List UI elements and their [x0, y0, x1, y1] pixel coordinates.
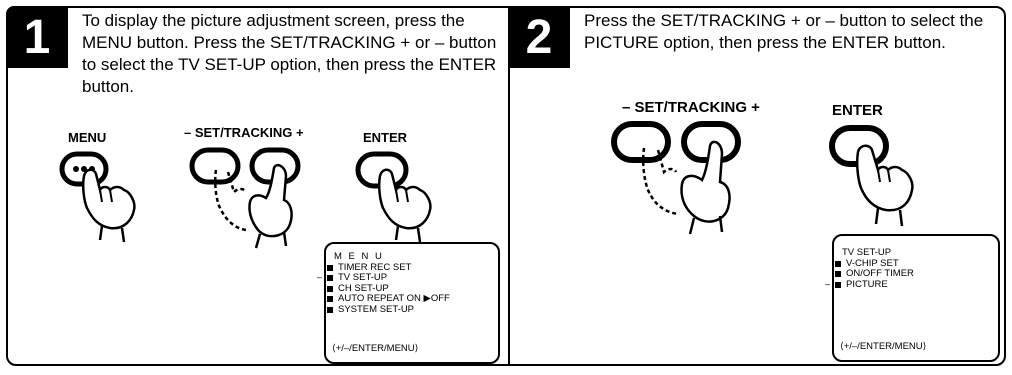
enter-button-hand-icon	[348, 146, 438, 246]
bullet-icon	[327, 296, 333, 302]
selection-pointer-icon: –	[317, 272, 322, 283]
bullet-icon	[327, 286, 333, 292]
step-number: 2	[508, 6, 570, 68]
bullet-icon	[327, 265, 333, 271]
bullet-icon	[327, 275, 333, 281]
set-tracking-buttons-hand-icon	[608, 116, 758, 240]
set-tracking-button-label: – SET/TRACKING +	[622, 99, 760, 116]
set-tracking-button-label: – SET/TRACKING +	[184, 125, 304, 140]
menu-button-label: MENU	[68, 130, 106, 145]
step-1-panel: 1 To display the picture adjustment scre…	[6, 6, 510, 366]
step-instruction: To display the picture adjustment screen…	[82, 10, 502, 98]
selection-pointer-icon: –	[825, 279, 830, 290]
menu-item: SYSTEM SET-UP	[326, 305, 498, 316]
menu-screen: M E N U TIMER REC SET –TV SET-UP CH SET-…	[324, 242, 500, 364]
step-instruction: Press the SET/TRACKING + or – button to …	[584, 10, 984, 54]
enter-button-label: ENTER	[832, 102, 883, 119]
step-number: 1	[6, 6, 68, 68]
set-tracking-buttons-hand-icon	[186, 142, 316, 252]
tv-setup-screen: TV SET-UP V-CHIP SET ON/OFF TIMER –PICTU…	[832, 234, 1000, 362]
bullet-icon	[835, 282, 841, 288]
bullet-icon	[835, 261, 841, 267]
screen-footer: ⟨+/–/ENTER/MENU⟩	[840, 342, 926, 353]
bullet-icon	[327, 307, 333, 313]
menu-item-selected: –PICTURE	[834, 280, 998, 291]
screen-footer: ⟨+/–/ENTER/MENU⟩	[332, 344, 418, 355]
step-2-panel: 2 Press the SET/TRACKING + or – button t…	[508, 6, 1006, 366]
menu-button-hand-icon	[54, 146, 144, 246]
enter-button-hand-icon	[822, 120, 922, 232]
bullet-icon	[835, 271, 841, 277]
enter-button-label: ENTER	[363, 130, 407, 145]
